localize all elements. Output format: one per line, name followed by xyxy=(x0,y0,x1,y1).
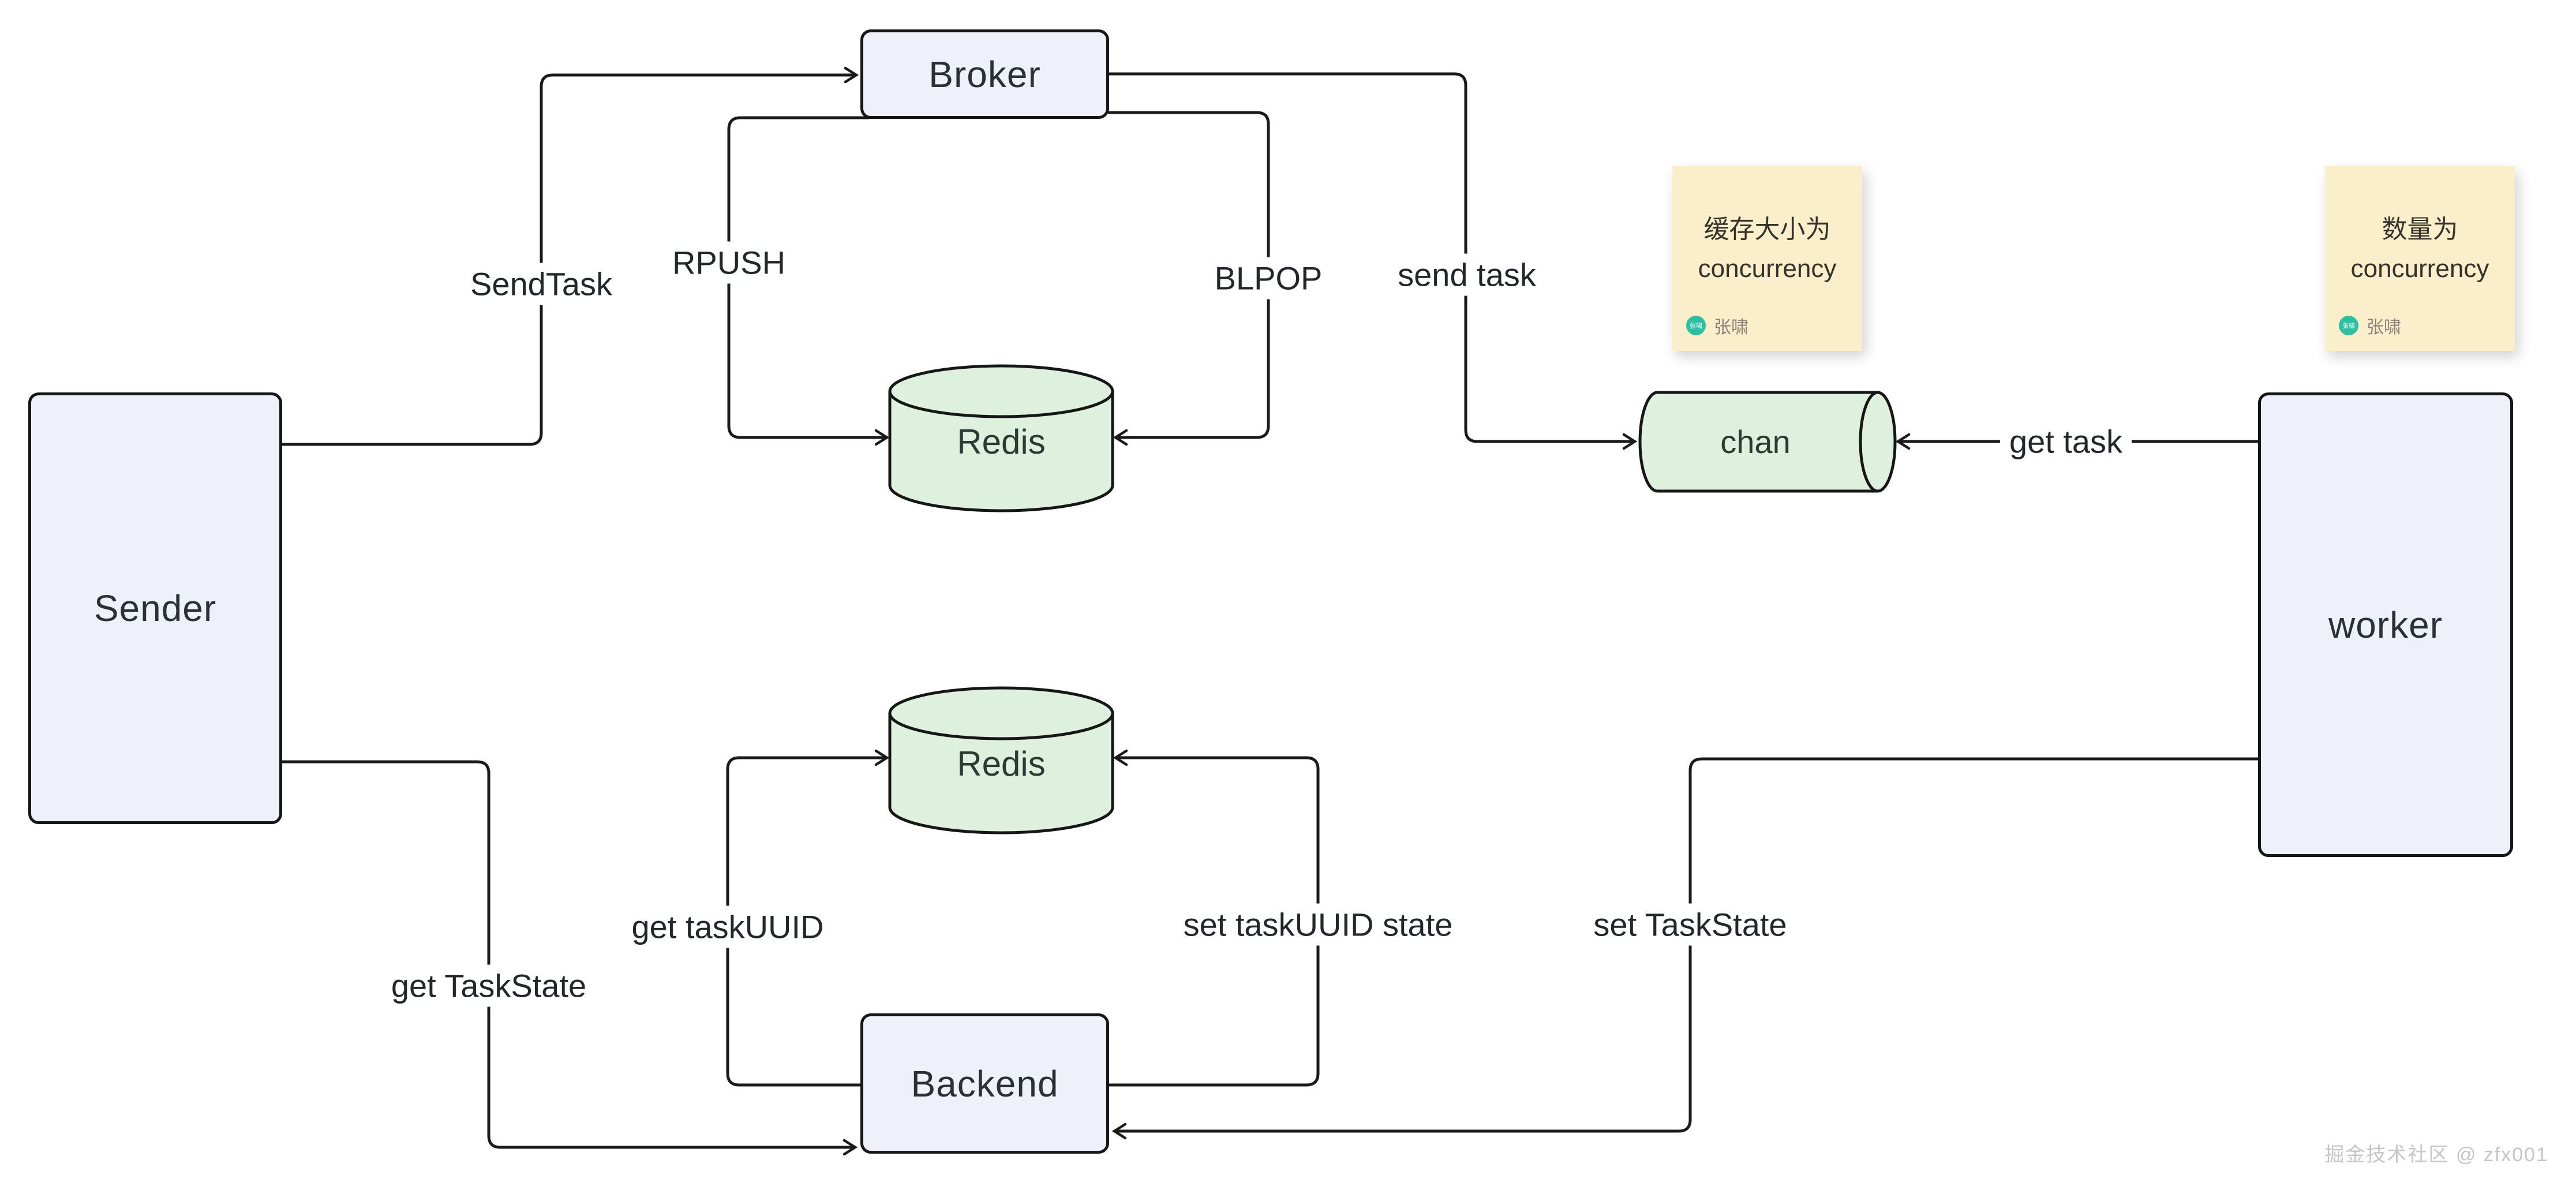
edge-label-set-taskstate[interactable]: set TaskState xyxy=(1584,903,1796,946)
wire-sendtask[interactable] xyxy=(280,66,859,446)
redis-top-cylinder[interactable] xyxy=(888,364,1114,512)
edge-label-get-taskstate[interactable]: get TaskState xyxy=(381,964,596,1007)
author-name: 张啸 xyxy=(2367,318,2401,337)
sticky-note-line1: 缓存大小为 xyxy=(1703,215,1831,244)
author-avatar: 张啸 xyxy=(1686,316,1706,335)
wire-get-taskstate[interactable] xyxy=(280,760,858,1156)
redis-top-label: Redis xyxy=(957,422,1046,461)
sticky-note-text: 缓存大小为 concurrency xyxy=(1672,166,1862,289)
worker-label: worker xyxy=(2328,604,2443,646)
sticky-note-cache-size[interactable]: 缓存大小为 concurrency 张啸 张啸 xyxy=(1672,166,1862,351)
redis-bottom-cylinder[interactable] xyxy=(888,686,1114,835)
author-name: 张啸 xyxy=(1714,318,1748,337)
note-author-row: 张啸 张啸 xyxy=(2339,313,2401,338)
backend-node[interactable]: Backend xyxy=(860,1013,1109,1154)
worker-node[interactable]: worker xyxy=(2258,392,2513,857)
redis-bottom-label: Redis xyxy=(957,744,1046,783)
edge-label-set-taskuuid-state[interactable]: set taskUUID state xyxy=(1174,903,1462,946)
wire-send-task[interactable] xyxy=(1107,72,1638,450)
sticky-note-line2: concurrency xyxy=(2350,255,2489,283)
sender-label: Sender xyxy=(93,587,217,629)
edge-label-get-taskuuid[interactable]: get taskUUID xyxy=(622,905,833,948)
edge-label-send-task[interactable]: send task xyxy=(1388,253,1545,296)
note-author-row: 张啸 张啸 xyxy=(1686,313,1748,338)
author-avatar: 张啸 xyxy=(2339,316,2358,335)
edge-label-rpush[interactable]: RPUSH xyxy=(662,241,795,284)
chan-label: chan xyxy=(1720,424,1791,460)
sticky-note-text: 数量为 concurrency xyxy=(2325,166,2515,289)
edge-label-blpop[interactable]: BLPOP xyxy=(1205,257,1332,300)
edge-label-sendtask[interactable]: SendTask xyxy=(461,263,621,305)
backend-label: Backend xyxy=(911,1062,1059,1105)
watermark: 掘金技术社区 @ zfx001 xyxy=(2324,1144,2548,1166)
sticky-note-line1: 数量为 xyxy=(2382,215,2458,244)
broker-label: Broker xyxy=(928,53,1041,95)
edge-label-get-task[interactable]: get task xyxy=(2000,420,2132,463)
broker-node[interactable]: Broker xyxy=(860,29,1109,119)
sticky-note-line2: concurrency xyxy=(1698,255,1837,283)
chan-cylinder[interactable] xyxy=(1638,391,1897,493)
sender-node[interactable]: Sender xyxy=(28,392,282,824)
sticky-note-worker-count[interactable]: 数量为 concurrency 张啸 张啸 xyxy=(2325,166,2515,351)
